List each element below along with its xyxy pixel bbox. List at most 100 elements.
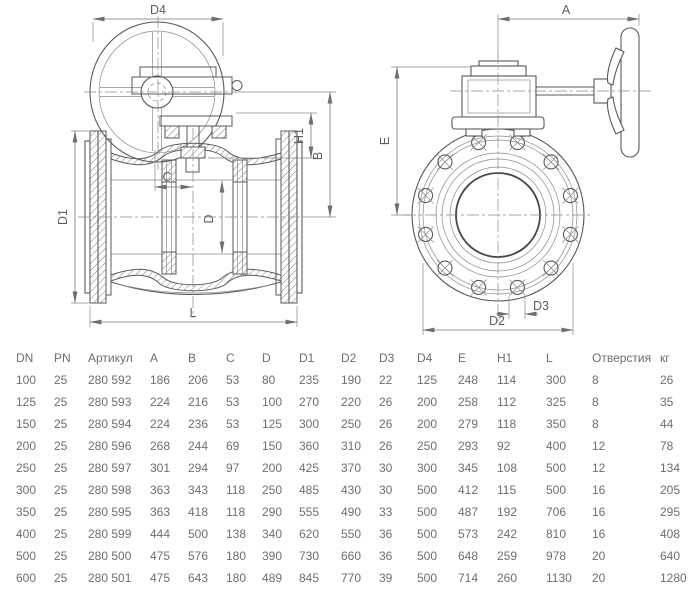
table-cell: 643: [188, 571, 209, 585]
table-cell: 475: [150, 549, 171, 563]
table-cell: 350: [16, 505, 37, 519]
table-cell: 408: [660, 527, 681, 541]
dim-label-c: C: [162, 170, 171, 184]
table-cell: 280 596: [88, 439, 132, 453]
table-cell: 30: [379, 483, 393, 497]
table-cell: 118: [497, 417, 517, 431]
table-cell: 12: [592, 461, 606, 475]
table-cell: 345: [458, 461, 479, 475]
table-cell: 205: [660, 483, 681, 497]
table-cell: 370: [341, 461, 362, 475]
table-cell: 730: [299, 549, 320, 563]
table-cell: 118: [226, 505, 246, 519]
table-cell: 125: [262, 417, 283, 431]
table-cell: 250: [417, 439, 438, 453]
table-cell: 500: [188, 527, 209, 541]
table-cell: 487: [458, 505, 479, 519]
table-cell: 224: [150, 395, 171, 409]
table-cell: 134: [660, 461, 681, 475]
dim-label-d3: D3: [533, 299, 549, 313]
table-cell: 360: [299, 439, 320, 453]
table-cell: 25: [54, 417, 68, 431]
table-cell: 20: [592, 549, 606, 563]
table-cell: 845: [299, 571, 320, 585]
table-cell: 310: [341, 439, 362, 453]
table-cell: 500: [546, 483, 567, 497]
table-cell: 25: [54, 549, 68, 563]
table-cell: 69: [226, 439, 240, 453]
table-cell: 200: [417, 395, 438, 409]
table-cell: 280 593: [88, 395, 132, 409]
column-header: D2: [341, 351, 357, 365]
dim-label-a: A: [562, 3, 571, 17]
table-cell: 500: [417, 549, 438, 563]
table-cell: 300: [417, 461, 438, 475]
table-cell: 250: [16, 461, 37, 475]
table-cell: 112: [497, 395, 517, 409]
table-cell: 138: [226, 527, 247, 541]
table-cell: 186: [150, 373, 171, 387]
table-cell: 180: [226, 571, 247, 585]
table-cell: 25: [54, 571, 68, 585]
table-cell: 340: [262, 527, 283, 541]
table-cell: 270: [299, 395, 320, 409]
table-cell: 25: [54, 373, 68, 387]
dim-label-b: B: [311, 152, 325, 160]
table-cell: 12: [592, 439, 606, 453]
table-cell: 978: [546, 549, 567, 563]
bolt-holes: [417, 134, 579, 296]
table-cell: 640: [660, 549, 681, 563]
column-header: A: [150, 351, 159, 365]
table-cell: 242: [497, 527, 518, 541]
table-cell: 8: [592, 417, 599, 431]
table-cell: 1280: [660, 571, 687, 585]
dim-label-h1: H1: [292, 128, 306, 144]
table-cell: 260: [497, 571, 518, 585]
table-cell: 714: [458, 571, 479, 585]
dimension-h1: H1: [208, 112, 317, 159]
column-header: H1: [497, 351, 513, 365]
table-cell: 16: [592, 505, 606, 519]
column-header: Отверстия: [592, 351, 652, 365]
dimension-d: D: [202, 180, 225, 254]
table-cell: 125: [417, 373, 438, 387]
table-cell: 25: [54, 505, 68, 519]
table-cell: 620: [299, 527, 320, 541]
table-cell: 390: [262, 549, 283, 563]
dim-label-d4: D4: [150, 3, 166, 17]
valve-seat-left: [161, 159, 177, 275]
table-cell: 25: [54, 483, 68, 497]
column-header: DN: [16, 351, 34, 365]
table-cell: 108: [497, 461, 518, 475]
table-cell: 425: [299, 461, 320, 475]
column-header: D4: [417, 351, 433, 365]
table-cell: 244: [188, 439, 209, 453]
table-cell: 16: [592, 527, 606, 541]
table-cell: 220: [341, 395, 362, 409]
table-cell: 25: [54, 395, 68, 409]
table-cell: 100: [262, 395, 283, 409]
table-cell: 280 595: [88, 505, 132, 519]
table-cell: 573: [458, 527, 479, 541]
table-cell: 485: [299, 483, 320, 497]
table-cell: 1130: [546, 571, 572, 585]
table-cell: 295: [660, 505, 681, 519]
table-cell: 290: [262, 505, 283, 519]
table-cell: 400: [546, 439, 567, 453]
table-cell: 80: [262, 373, 276, 387]
column-header: Артикул: [88, 351, 133, 365]
table-cell: 224: [150, 417, 171, 431]
dimension-d3: D3: [496, 296, 549, 319]
dim-label-d1: D1: [56, 209, 70, 225]
table-cell: 475: [150, 571, 171, 585]
column-header: C: [226, 351, 235, 365]
table-cell: 200: [16, 439, 37, 453]
table-cell: 206: [188, 373, 209, 387]
column-header: D1: [299, 351, 315, 365]
table-cell: 259: [497, 549, 518, 563]
